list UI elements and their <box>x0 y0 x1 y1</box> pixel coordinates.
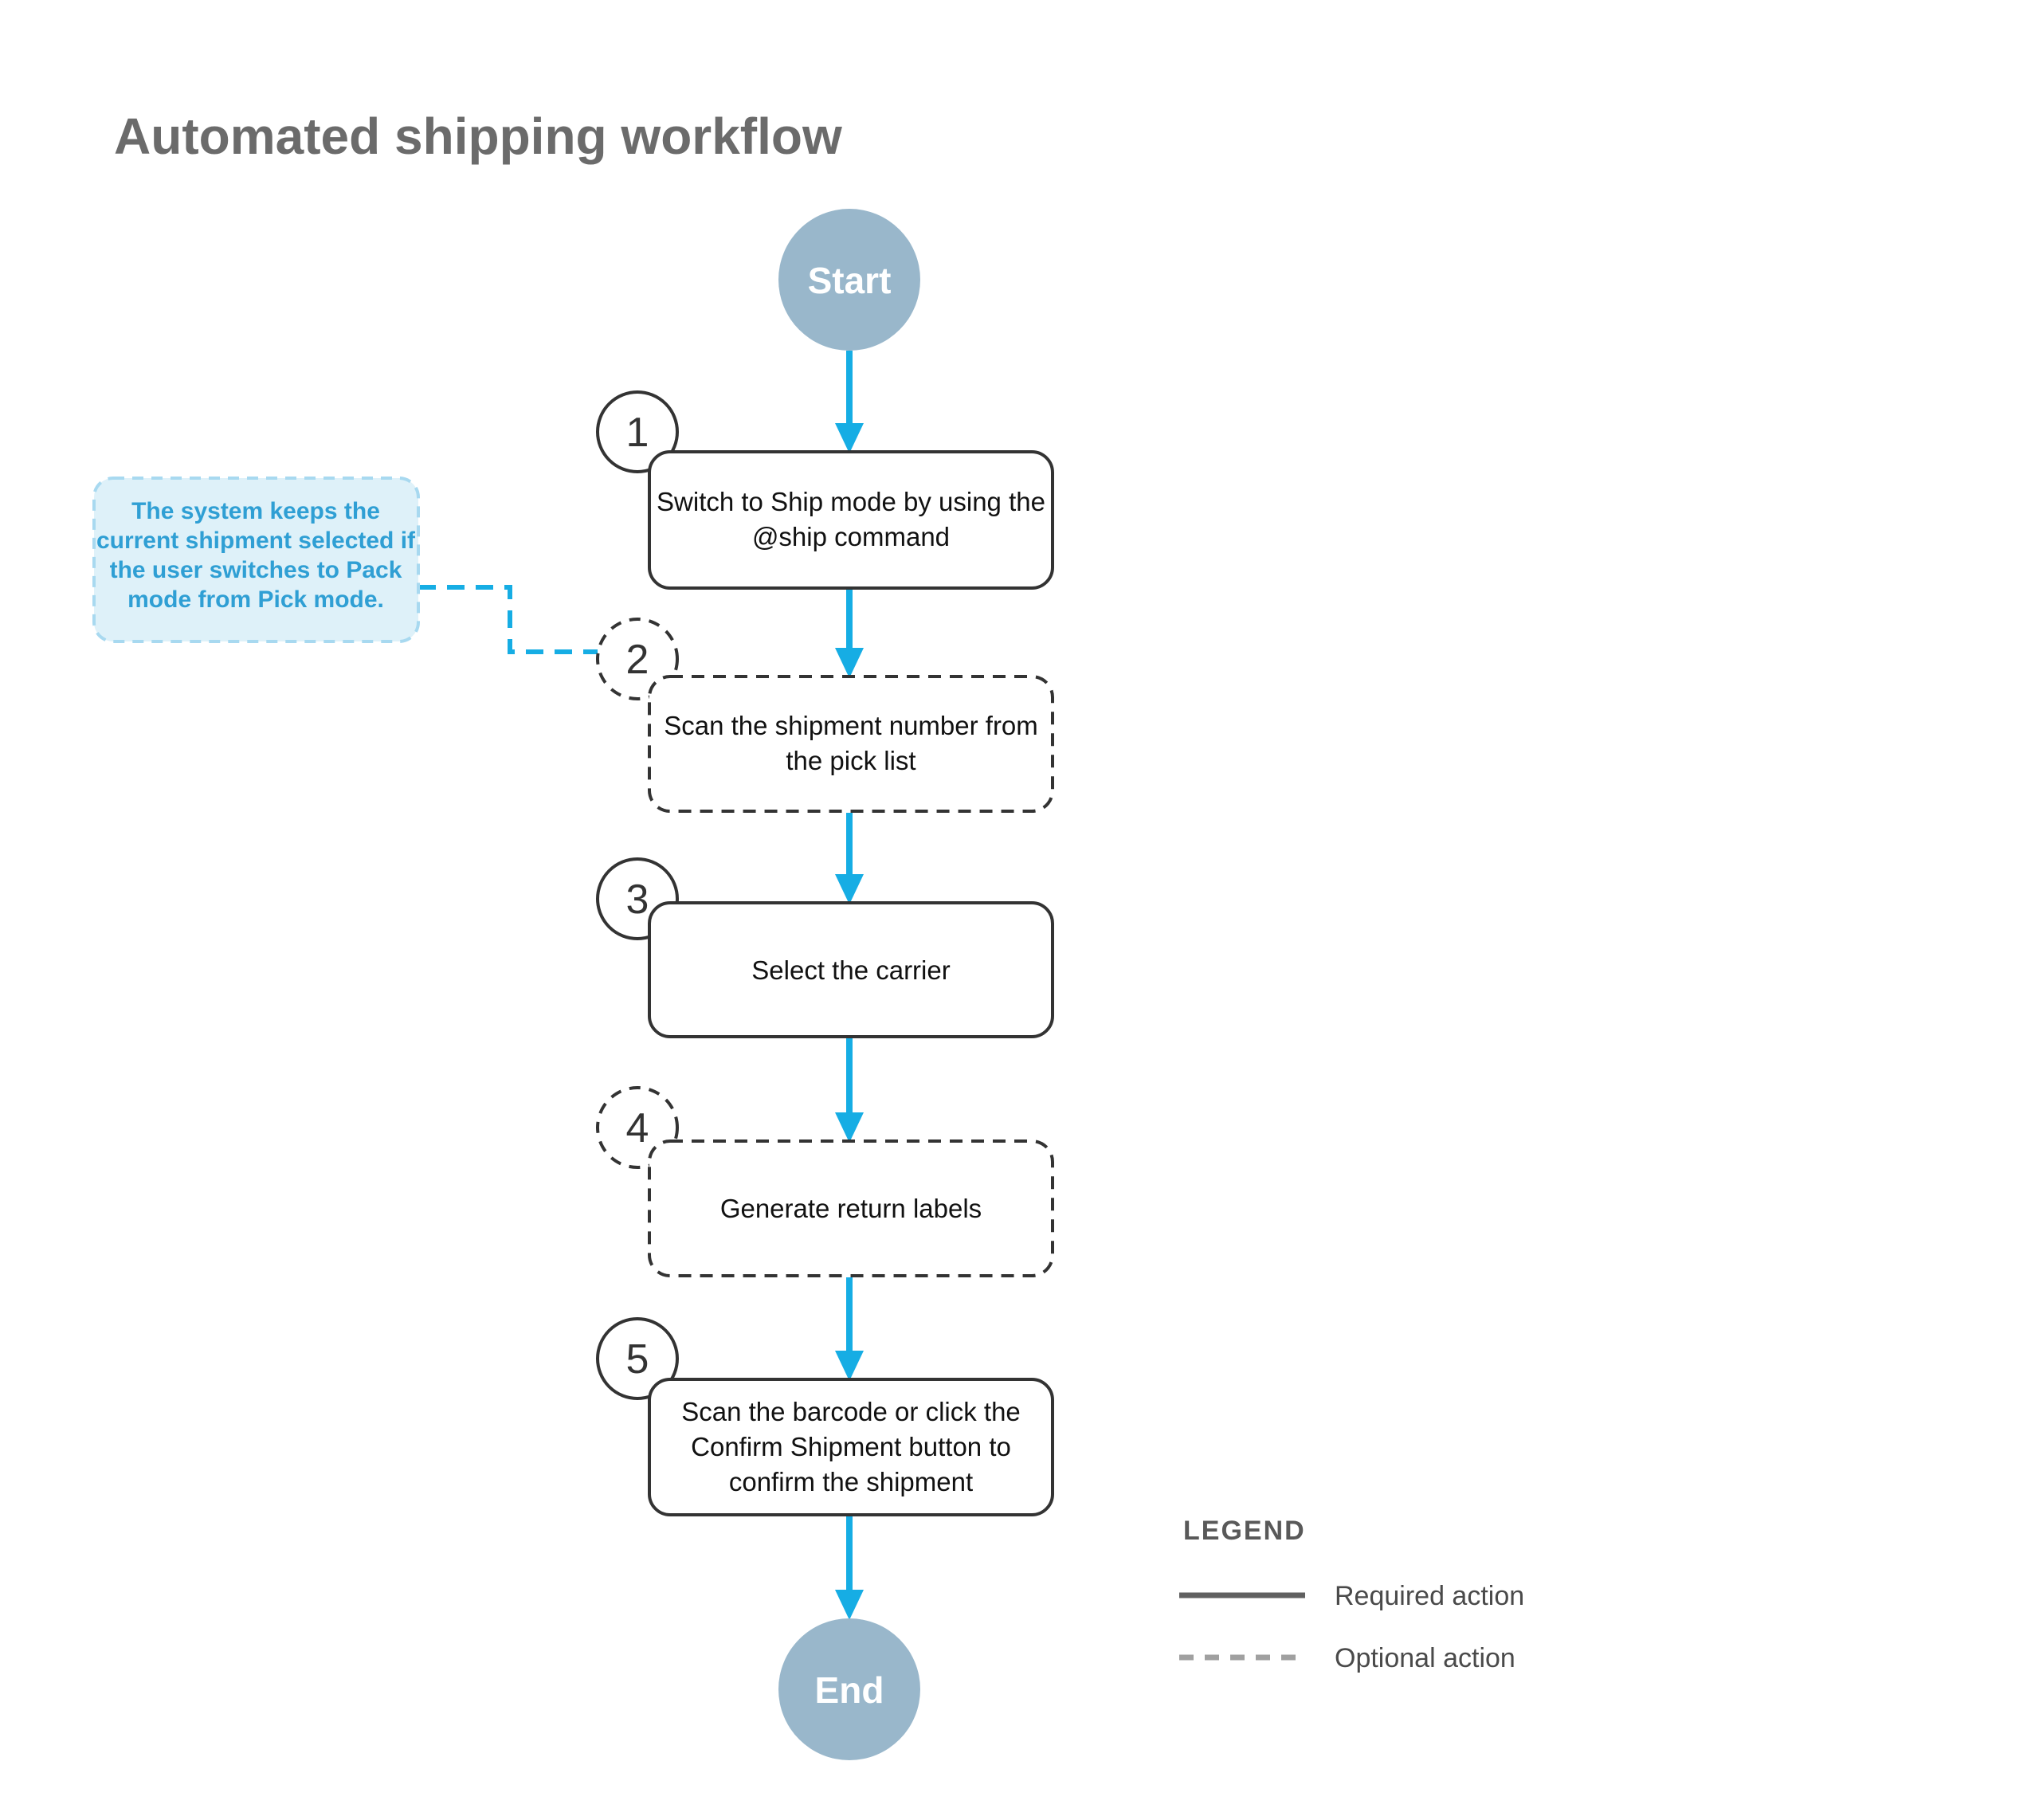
step-1-number: 1 <box>626 410 649 456</box>
start-circle <box>778 209 920 351</box>
step-3-node: 3 Select the carrier <box>596 857 1054 1038</box>
step-1-label: Switch to Ship mode by using the <box>657 487 1045 516</box>
step-2-node: 2 Scan the shipment number from the pick… <box>596 618 1054 813</box>
connector-step1-step2 <box>835 590 864 678</box>
page-title: Automated shipping workflow <box>114 108 842 165</box>
legend-item-label: Required action <box>1335 1581 1524 1611</box>
step-5-badge <box>596 1317 679 1400</box>
arrow-down-icon <box>835 1112 864 1143</box>
arrow-down-icon <box>835 874 864 904</box>
step-1-box <box>648 450 1054 590</box>
end-label: End <box>815 1669 884 1711</box>
step-2-box <box>648 675 1054 813</box>
step-5-label: Confirm Shipment button to <box>691 1432 1011 1461</box>
step-4-node: 4 Generate return labels <box>596 1086 1054 1277</box>
arrow-down-icon <box>835 1351 864 1381</box>
step-5-node: 5 Scan the barcode or click the Confirm … <box>596 1317 1054 1516</box>
step-5-box <box>648 1378 1054 1516</box>
arrow-down-icon <box>835 423 864 453</box>
note-line: mode from Pick mode. <box>127 586 384 613</box>
arrow-down-icon <box>835 648 864 678</box>
start-node: Start <box>778 209 920 351</box>
step-3-label: Select the carrier <box>751 955 950 985</box>
step-2-label: Scan the shipment number from <box>664 711 1038 740</box>
step-5-label: Scan the barcode or click the <box>681 1397 1021 1426</box>
step-4-box <box>648 1139 1054 1277</box>
note-box: The system keeps the current shipment se… <box>92 477 420 643</box>
note-connector-line <box>418 585 598 654</box>
legend: LEGEND Required action Optional action <box>1179 1516 1524 1673</box>
step-1-badge <box>596 390 679 473</box>
connector-start-step1 <box>835 351 864 453</box>
note-line: current shipment selected if <box>96 528 416 554</box>
note-line: the user switches to Pack <box>110 557 402 583</box>
step-2-label: the pick list <box>786 746 915 775</box>
step-2-number: 2 <box>626 637 649 683</box>
step-1-label: @ship command <box>752 522 950 551</box>
note-rect <box>92 477 420 643</box>
connector-step5-end <box>835 1516 864 1620</box>
step-3-number: 3 <box>626 877 649 923</box>
step-4-number: 4 <box>626 1105 649 1151</box>
legend-title: LEGEND <box>1183 1516 1306 1546</box>
note-line: The system keeps the <box>131 498 380 524</box>
legend-item-label: Optional action <box>1335 1643 1515 1673</box>
end-node: End <box>778 1618 920 1760</box>
step-3-box <box>648 901 1054 1038</box>
start-label: Start <box>808 260 892 301</box>
arrow-down-icon <box>835 1590 864 1620</box>
step-4-label: Generate return labels <box>720 1194 982 1223</box>
step-1-node: 1 Switch to Ship mode by using the @ship… <box>596 390 1054 590</box>
connector-step4-step5 <box>835 1277 864 1381</box>
end-circle <box>778 1618 920 1760</box>
connector-step3-step4 <box>835 1038 864 1143</box>
step-2-badge <box>596 618 679 700</box>
step-5-number: 5 <box>626 1336 649 1383</box>
connector-step2-step3 <box>835 813 864 904</box>
step-5-label: confirm the shipment <box>729 1467 973 1496</box>
